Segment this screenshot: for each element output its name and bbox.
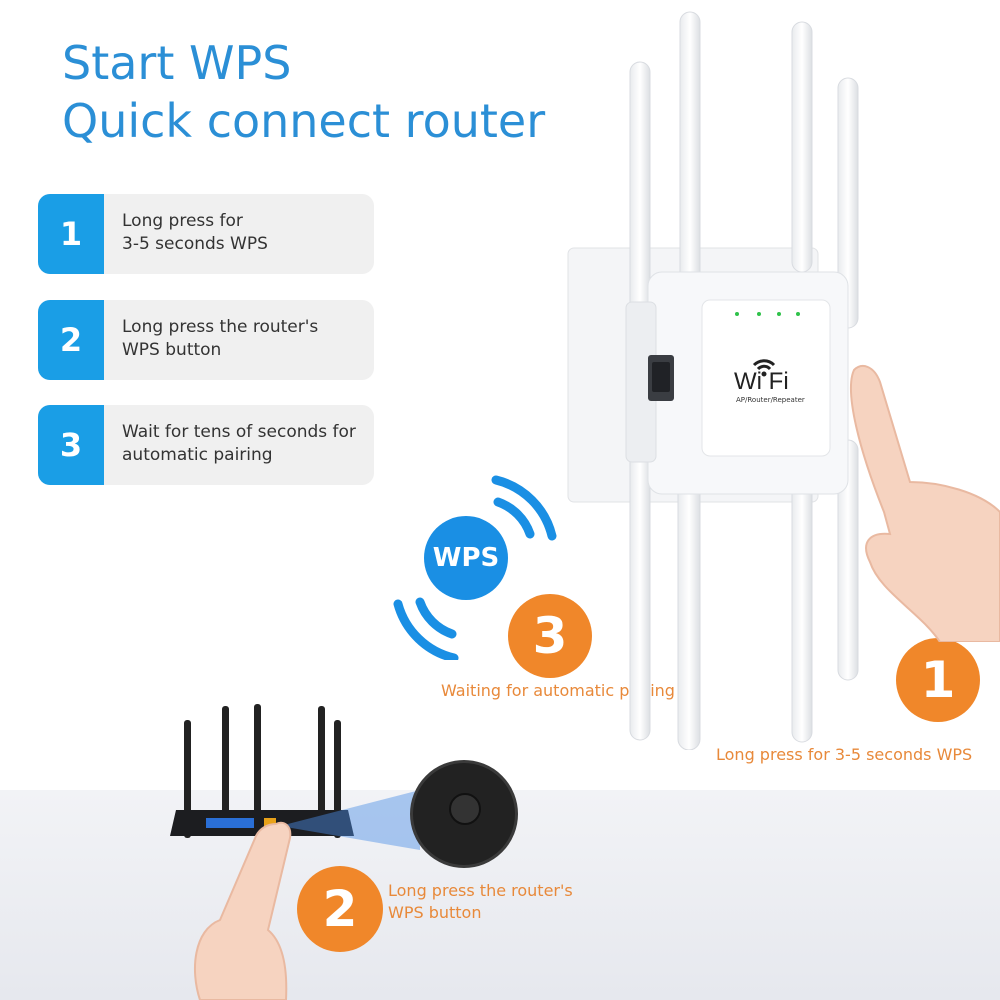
hand-pointing-icon bbox=[850, 365, 1000, 642]
callout-number-3: 3 bbox=[508, 594, 592, 678]
step-text: Long press for 3-5 seconds WPS bbox=[122, 211, 268, 254]
callout-number-1: 1 bbox=[896, 638, 980, 722]
wps-button-icon bbox=[449, 793, 481, 825]
callout-caption-1: Long press for 3-5 seconds WPS bbox=[716, 745, 973, 764]
callout-number-2: 2 bbox=[297, 866, 383, 952]
step-number: 3 bbox=[38, 405, 104, 485]
hand-pressing-icon bbox=[193, 821, 292, 1000]
page-title: Start WPS Quick connect router bbox=[62, 34, 545, 150]
repeater-device-illustration bbox=[567, 11, 859, 750]
router-illustration bbox=[170, 704, 354, 838]
step-card-1: 1 Long press for 3-5 seconds WPS bbox=[38, 194, 374, 274]
step-text: Long press the router's WPS button bbox=[122, 317, 319, 360]
device-sublabel: AP/Router/Repeater bbox=[736, 396, 805, 404]
step-card-2: 2 Long press the router's WPS button bbox=[38, 300, 374, 380]
step-number: 2 bbox=[38, 300, 104, 380]
wifi-waves-icon bbox=[393, 475, 557, 660]
wps-button-zoom bbox=[410, 760, 518, 868]
zoom-connector bbox=[280, 790, 420, 850]
title-line-1: Start WPS bbox=[62, 36, 292, 90]
callout-caption-3: Waiting for automatic pairing bbox=[441, 681, 675, 700]
step-text: Wait for tens of seconds for automatic p… bbox=[122, 422, 356, 465]
step-card-3: 3 Wait for tens of seconds for automatic… bbox=[38, 405, 374, 485]
wps-badge: WPS bbox=[424, 516, 508, 600]
step-number: 1 bbox=[38, 194, 104, 274]
callout-caption-2: Long press the router's WPS button bbox=[388, 881, 573, 922]
device-logo: Wi Fi bbox=[734, 368, 789, 395]
title-line-2: Quick connect router bbox=[62, 94, 546, 148]
